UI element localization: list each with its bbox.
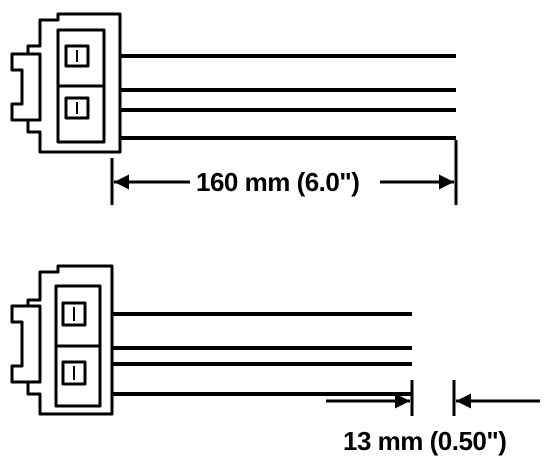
top-wires [120,54,456,140]
bottom-wires [112,312,412,396]
top-connector [10,12,122,154]
dimension-160mm [110,140,458,205]
dimension-label-13mm: 13 mm (0.50") [343,426,506,456]
bottom-connector-assembly [10,264,412,416]
dimension-13mm [326,380,540,416]
top-connector-assembly [10,12,456,154]
dimension-label-160mm: 160 mm (6.0") [196,167,359,197]
bottom-connector [10,264,114,416]
